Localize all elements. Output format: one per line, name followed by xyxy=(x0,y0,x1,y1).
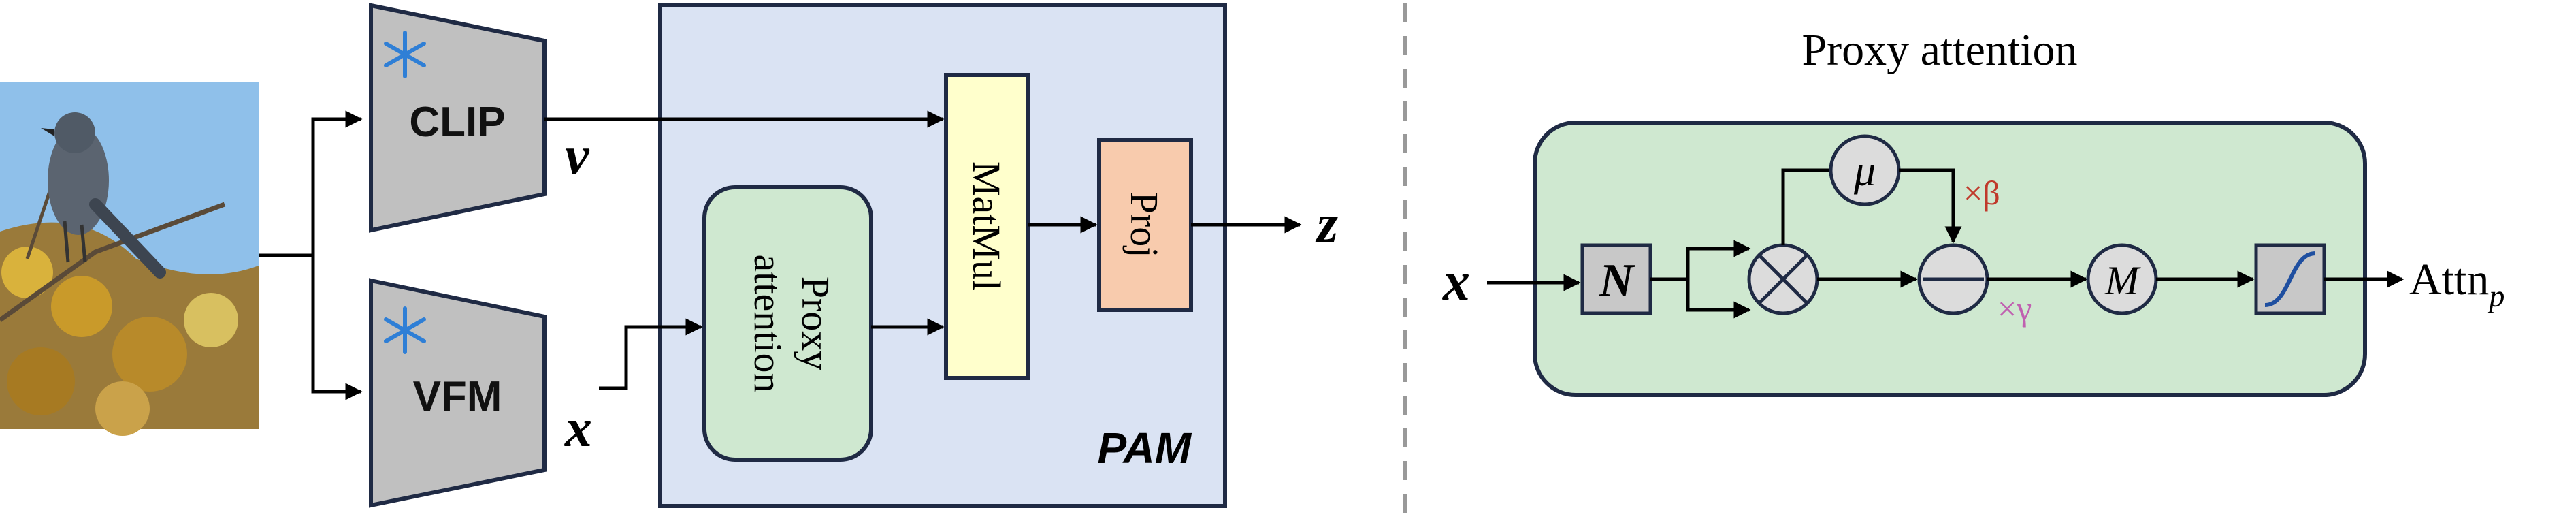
subtract-node xyxy=(1917,243,1989,315)
v-symbol: v xyxy=(565,126,590,186)
arrow-norm-to-mult-bottom xyxy=(1686,279,1751,319)
norm-block xyxy=(1580,243,1652,315)
line-to-mu xyxy=(1781,168,1831,245)
arrow-x-to-proxy xyxy=(599,318,703,390)
matmul-label: MatMul xyxy=(964,161,1009,291)
sigmoid-icon xyxy=(2264,251,2316,307)
m-label: M xyxy=(2104,258,2141,303)
arrow-to-clip xyxy=(311,110,363,255)
arrow-norm-to-mult-top xyxy=(1650,240,1751,281)
output-label: Attnp xyxy=(2409,255,2505,313)
z-symbol: z xyxy=(1315,194,1338,254)
multiply-node xyxy=(1747,243,1819,315)
proxy-attention-line1: Proxy xyxy=(794,276,838,371)
pam-label: PAM xyxy=(1098,424,1192,473)
sigmoid-block xyxy=(2254,243,2326,315)
mean-label: μ xyxy=(1853,146,1876,195)
gamma-factor: ×γ xyxy=(1998,289,2032,328)
output-label-main: Attn xyxy=(2409,255,2489,304)
arrow-mu-to-subtract xyxy=(1899,168,1962,244)
proxy-attention-line2: attention xyxy=(746,255,790,393)
norm-label: N xyxy=(1599,255,1635,307)
x-symbol-right: x xyxy=(1442,252,1470,312)
matmul-block: MatMul xyxy=(944,73,1030,380)
input-image xyxy=(0,82,259,436)
clip-encoder: CLIP xyxy=(369,3,547,233)
vfm-label: VFM xyxy=(413,373,502,420)
right-panel-title: Proxy attention xyxy=(1801,25,2077,75)
snowflake-icon xyxy=(384,306,426,354)
vfm-encoder: VFM xyxy=(369,278,547,508)
snowflake-icon xyxy=(384,31,426,78)
clip-label: CLIP xyxy=(409,99,505,146)
beta-factor: ×β xyxy=(1963,174,2000,212)
output-label-sub: p xyxy=(2487,279,2505,313)
proj-block: Proj xyxy=(1097,138,1193,312)
x-symbol-left: x xyxy=(564,398,592,458)
proj-label: Proj xyxy=(1122,192,1167,258)
arrow-to-vfm xyxy=(311,255,363,400)
proxy-attention-block: Proxy attention xyxy=(702,185,873,462)
